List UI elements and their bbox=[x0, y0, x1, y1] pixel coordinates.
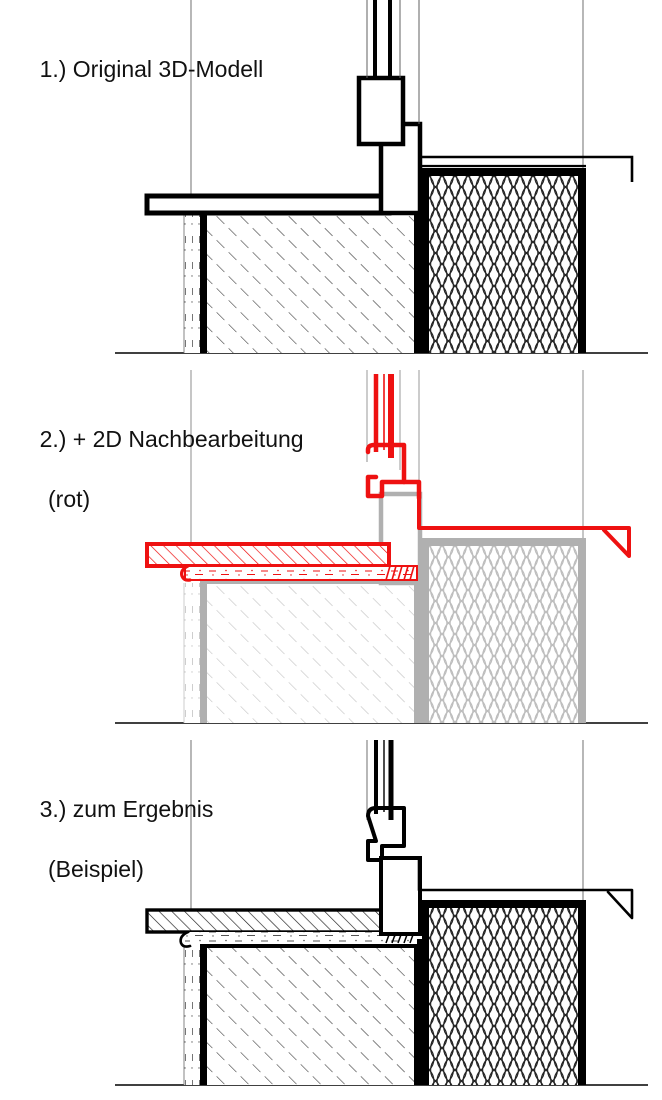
glazing-mullion bbox=[366, 0, 420, 124]
plaster-layer bbox=[183, 947, 200, 1085]
panel-step-1: 1.) Original 3D-Modell bbox=[0, 0, 662, 370]
caption-step-1: 1.) Original 3D-Modell bbox=[14, 24, 264, 114]
red-sill-nose bbox=[180, 564, 192, 582]
mortar-bed bbox=[185, 932, 417, 944]
masonry-block bbox=[200, 205, 422, 353]
caption-line-1: 2.) + 2D Nachbearbeitung bbox=[39, 426, 304, 452]
sill-plate bbox=[144, 193, 392, 216]
glazing-mullion bbox=[374, 740, 394, 820]
window-frame-upper bbox=[356, 75, 406, 147]
red-mortar-bed bbox=[184, 565, 418, 581]
masonry-block-grey bbox=[200, 575, 422, 723]
detail-drawing-step-2 bbox=[115, 370, 648, 724]
insulation-block bbox=[422, 168, 586, 353]
red-joint-ticks bbox=[385, 565, 415, 581]
drip-edge bbox=[417, 858, 634, 920]
plaster-layer bbox=[183, 213, 200, 353]
panel-step-2: 2.) + 2D Nachbearbeitung (rot) bbox=[0, 370, 662, 740]
red-drip-edge bbox=[417, 496, 631, 558]
window-frame-profile bbox=[366, 806, 406, 862]
glazing-mullion-grey bbox=[366, 370, 420, 494]
caption-step-3: 3.) zum Ergebnis (Beispiel) bbox=[14, 764, 214, 944]
sill-nose bbox=[179, 930, 192, 948]
grey-base-drawing bbox=[183, 370, 586, 723]
caption-line-1: 1.) Original 3D-Modell bbox=[39, 56, 264, 82]
detail-drawing-step-1 bbox=[115, 0, 648, 354]
caption-line-2: (Beispiel) bbox=[48, 856, 144, 882]
red-overlay bbox=[145, 374, 631, 582]
window-frame-lower bbox=[379, 856, 422, 936]
detail-drawing-step-3 bbox=[115, 740, 648, 1086]
insulation-block-grey bbox=[422, 538, 586, 723]
caption-line-2: (rot) bbox=[48, 486, 91, 512]
caption-line-1: 3.) zum Ergebnis bbox=[39, 796, 214, 822]
masonry-block bbox=[200, 939, 422, 1085]
plaster-layer-grey bbox=[183, 583, 200, 723]
caption-step-2: 2.) + 2D Nachbearbeitung (rot) bbox=[14, 394, 304, 574]
red-window-frame-profile bbox=[365, 442, 422, 501]
drip-edge bbox=[420, 155, 634, 182]
insulation-block bbox=[422, 900, 586, 1085]
panel-step-3: 3.) zum Ergebnis (Beispiel) bbox=[0, 740, 662, 1100]
